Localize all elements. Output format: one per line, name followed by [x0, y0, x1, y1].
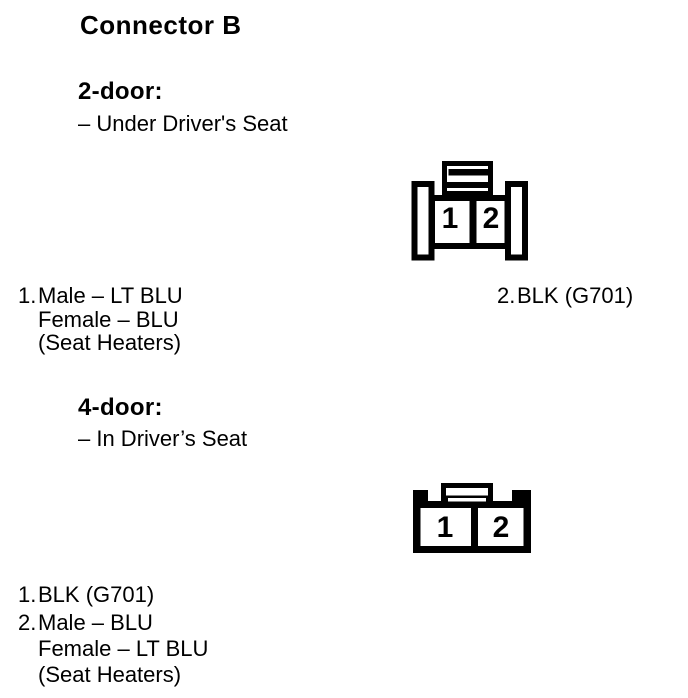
latch-tab-line-lower	[447, 182, 490, 188]
location-2door: – Under Driver's Seat	[78, 111, 288, 136]
wire-color-line: Male – BLU	[38, 610, 153, 635]
connector-housing	[413, 483, 531, 553]
pin-label-number: 2.	[18, 610, 37, 635]
pin-label-4door-2: 2. Male – BLU Female – LT BLU (Seat Heat…	[18, 610, 208, 688]
pin-label-2door-1: 1. Male – LT BLU Female – BLU (Seat Heat…	[18, 284, 183, 355]
right-flange	[505, 181, 528, 261]
wire-color-line: Female – BLU	[38, 306, 179, 332]
pin-label-2door-2: 2. BLK (G701)	[497, 284, 633, 308]
connector-diagram-2door: 1 2	[411, 161, 528, 261]
wire-color-line: Male – LT BLU	[38, 283, 183, 308]
cavity-divider	[471, 508, 478, 546]
cavity-divider	[469, 197, 477, 247]
wire-circuit-line: (Seat Heaters)	[38, 330, 182, 355]
wire-color-line: BLK (G701)	[38, 582, 155, 607]
pin-2-number: 2	[493, 511, 510, 544]
pin-label-number: 1.	[18, 582, 37, 607]
wire-color-line: Female – LT BLU	[38, 636, 209, 661]
pin-label-number: 1.	[18, 283, 37, 308]
wire-circuit-line: (Seat Heaters)	[38, 662, 182, 687]
pin-label-4door-1: 1. BLK (G701)	[18, 582, 154, 608]
left-flange	[411, 181, 435, 261]
section-heading-4door: 4-door:	[78, 394, 163, 421]
location-4door: – In Driver’s Seat	[78, 426, 248, 451]
page-title: Connector B	[80, 10, 242, 40]
latch-tab	[442, 161, 493, 196]
wire-color-line: BLK (G701)	[517, 283, 634, 308]
pin-1-number: 1	[442, 202, 459, 235]
pin-2-number: 2	[483, 202, 500, 235]
section-heading-2door: 2-door:	[78, 78, 163, 105]
connector-diagram-4door: 1 2	[413, 483, 531, 553]
pin-label-number: 2.	[497, 283, 516, 308]
latch-tab-line-upper	[448, 169, 489, 176]
pin-1-number: 1	[437, 511, 454, 544]
